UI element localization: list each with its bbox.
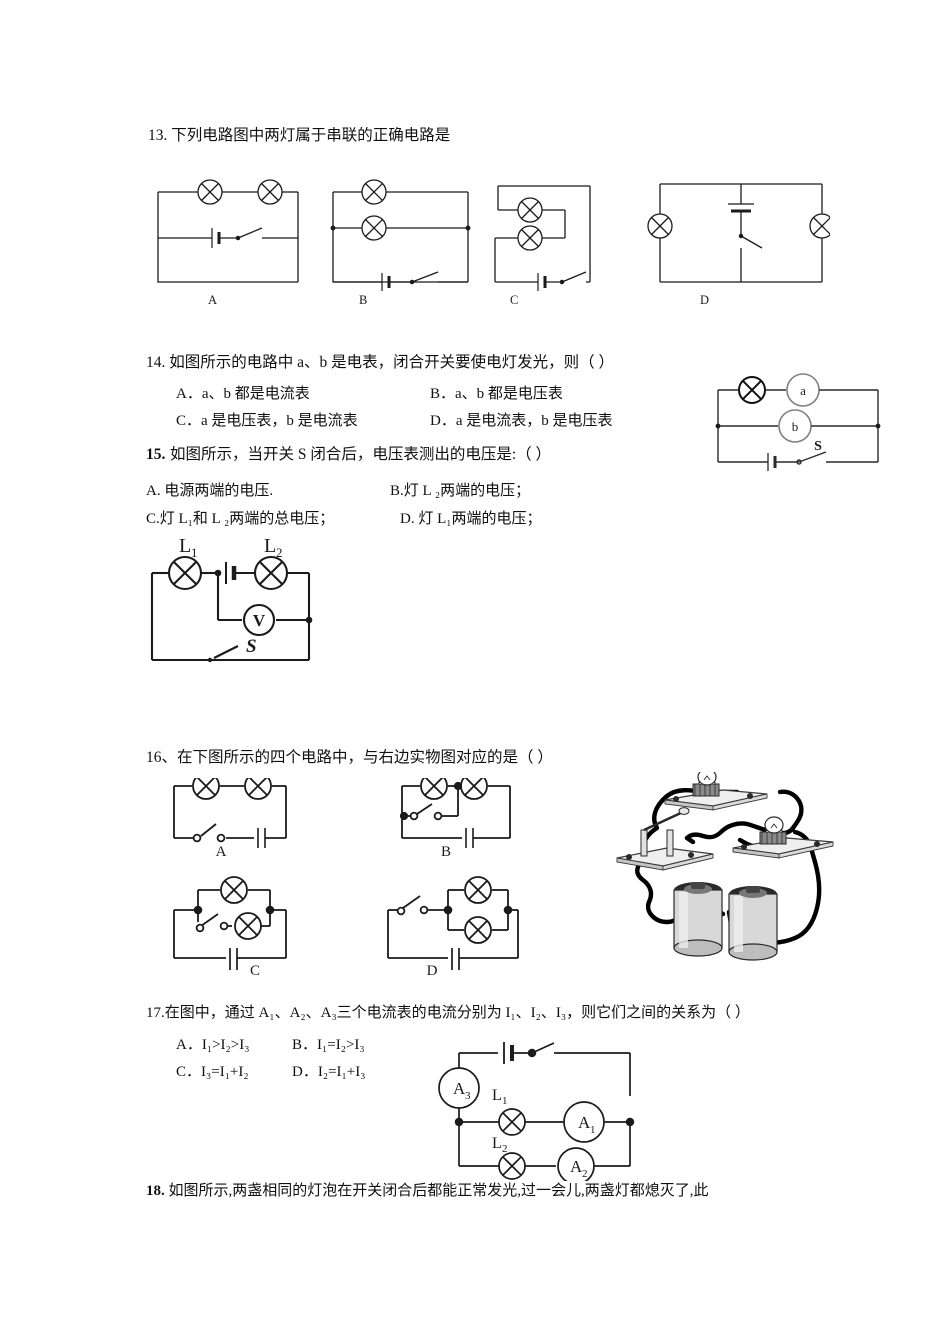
- q14-number: 14.: [146, 354, 166, 371]
- svg-text:A: A: [453, 1079, 466, 1098]
- q13-stem: 13. 下列电路图中两灯属于串联的正确电路是: [148, 128, 450, 144]
- q16-number: 16、: [146, 749, 178, 766]
- q17-option-a-key: A．: [176, 1037, 202, 1053]
- q15-stem-text: 如图所示，当开关 S 闭合后，电压表测出的电压是:（ ）: [170, 446, 552, 463]
- q17-option-b-key: B．: [292, 1037, 318, 1053]
- q17-option-d-key: D．: [292, 1064, 318, 1080]
- q17-option-b: B．I₁=I₂>I₃: [292, 1033, 365, 1054]
- svg-text:D: D: [427, 963, 438, 979]
- q14-option-a-text: a、b 都是电流表: [201, 386, 310, 402]
- q13-figure: [150, 170, 830, 295]
- q16-stem: 16、在下图所示的四个电路中，与右边实物图对应的是（ ）: [146, 750, 553, 766]
- q13-figure-label-c: C: [510, 293, 519, 307]
- q15-option-a-key: A.: [146, 483, 161, 499]
- q16-figure-pictorial: [605, 772, 890, 992]
- svg-text:L: L: [179, 535, 191, 557]
- svg-text:S: S: [814, 439, 822, 454]
- svg-text:3: 3: [465, 1090, 471, 1102]
- q17-option-c-key: C．: [176, 1064, 202, 1080]
- svg-text:A: A: [216, 844, 227, 860]
- svg-text:2: 2: [582, 1168, 588, 1180]
- q14-option-b-key: B．: [430, 386, 456, 402]
- q17-stem-text: 在图中，通过 A₁、A₂、A₃三个电流表的电流分别为 I₁、I₂、I₃，则它们之…: [164, 1005, 750, 1021]
- q15-option-c-text: 灯 L₁和 L ₂两端的总电压；: [159, 511, 335, 527]
- q17-stem: 17.在图中，通过 A₁、A₂、A₃三个电流表的电流分别为 I₁、I₂、I₃，则…: [146, 1006, 750, 1021]
- q17-option-b-text: I₁=I₂>I₃: [317, 1037, 365, 1053]
- q16-stem-text: 在下图所示的四个电路中，与右边实物图对应的是（ ）: [177, 749, 553, 766]
- q17-option-a: A．I₁>I₂>I₃: [176, 1033, 249, 1054]
- q15-number: 15.: [146, 446, 166, 463]
- q16-figure-schematics: A B C D: [170, 778, 530, 993]
- q15-option-d-text: 灯 L₁两端的电压；: [418, 511, 542, 527]
- q17-option-c: C．I₃=I₁+I₂: [176, 1060, 249, 1081]
- svg-text:2: 2: [276, 545, 283, 560]
- q15-option-c-key: C.: [146, 511, 160, 527]
- q14-option-d-key: D．: [430, 413, 456, 429]
- q14-option-d: D．a 是电流表，b 是电压表: [430, 409, 613, 430]
- svg-text:L: L: [492, 1135, 502, 1152]
- svg-text:a: a: [800, 383, 806, 398]
- q15-option-a: A. 电源两端的电压.: [146, 479, 273, 500]
- svg-text:1: 1: [502, 1095, 508, 1107]
- q15-option-d-key: D.: [400, 511, 415, 527]
- q17-option-d-text: I₂=I₁+I₃: [317, 1064, 366, 1080]
- q13-figure-label-a: A: [208, 293, 218, 307]
- svg-text:b: b: [792, 419, 799, 434]
- q18-stem: 18. 如图所示,两盏相同的灯泡在开关闭合后都能正常发光,过一会儿,两盏灯都熄灭…: [146, 1184, 709, 1199]
- svg-text:V: V: [253, 611, 266, 630]
- q14-stem: 14. 如图所示的电路中 a、b 是电表，闭合开关要使电灯发光，则（ ）: [146, 355, 614, 371]
- svg-text:A: A: [570, 1157, 583, 1176]
- svg-text:1: 1: [590, 1124, 596, 1136]
- q17-number: 17.: [146, 1005, 165, 1021]
- q13-stem-text: 下列电路图中两灯属于串联的正确电路是: [171, 127, 451, 144]
- q15-option-c: C.灯 L₁和 L ₂两端的总电压；: [146, 507, 334, 528]
- q13-number: 13.: [148, 127, 168, 144]
- q14-option-b: B．a、b 都是电压表: [430, 382, 563, 403]
- q15-option-b-text: 灯 L ₂两端的电压；: [403, 483, 531, 499]
- q17-figure: A 3 A 1 A 2 L 1 L 2: [432, 1036, 672, 1181]
- q14-figure: a b S: [700, 366, 900, 476]
- q17-option-d: D．I₂=I₁+I₃: [292, 1060, 365, 1081]
- q14-option-c-key: C．: [176, 413, 202, 429]
- q14-option-c-text: a 是电压表，b 是电流表: [201, 413, 358, 429]
- q15-option-b-key: B.: [390, 483, 404, 499]
- svg-text:L: L: [264, 535, 276, 557]
- svg-text:L: L: [492, 1087, 502, 1104]
- q13-figure-label-b: B: [359, 293, 368, 307]
- q15-figure: V L 1 L 2 S: [146, 532, 361, 672]
- svg-text:S: S: [246, 636, 257, 657]
- q18-number: 18.: [146, 1183, 165, 1199]
- svg-text:1: 1: [191, 545, 198, 560]
- q14-option-c: C．a 是电压表，b 是电流表: [176, 409, 358, 430]
- q14-option-d-text: a 是电流表，b 是电压表: [455, 413, 613, 429]
- q13-figure-label-d: D: [700, 293, 710, 307]
- svg-text:A: A: [578, 1113, 591, 1132]
- svg-text:B: B: [441, 844, 451, 860]
- q14-option-b-text: a、b 都是电压表: [455, 386, 563, 402]
- q17-option-c-text: I₃=I₁+I₂: [201, 1064, 249, 1080]
- svg-text:2: 2: [502, 1143, 508, 1155]
- q15-option-d: D. 灯 L₁两端的电压；: [400, 507, 542, 528]
- q14-option-a-key: A．: [176, 386, 202, 402]
- q14-option-a: A．a、b 都是电流表: [176, 382, 310, 403]
- q17-option-a-text: I₁>I₂>I₃: [201, 1037, 250, 1053]
- svg-text:C: C: [250, 963, 260, 979]
- q18-stem-text: 如图所示,两盏相同的灯泡在开关闭合后都能正常发光,过一会儿,两盏灯都熄灭了,此: [168, 1183, 709, 1199]
- q15-option-b: B.灯 L ₂两端的电压；: [390, 479, 530, 500]
- q14-stem-text: 如图所示的电路中 a、b 是电表，闭合开关要使电灯发光，则（ ）: [169, 354, 615, 371]
- q15-option-a-text: 电源两端的电压.: [164, 483, 274, 499]
